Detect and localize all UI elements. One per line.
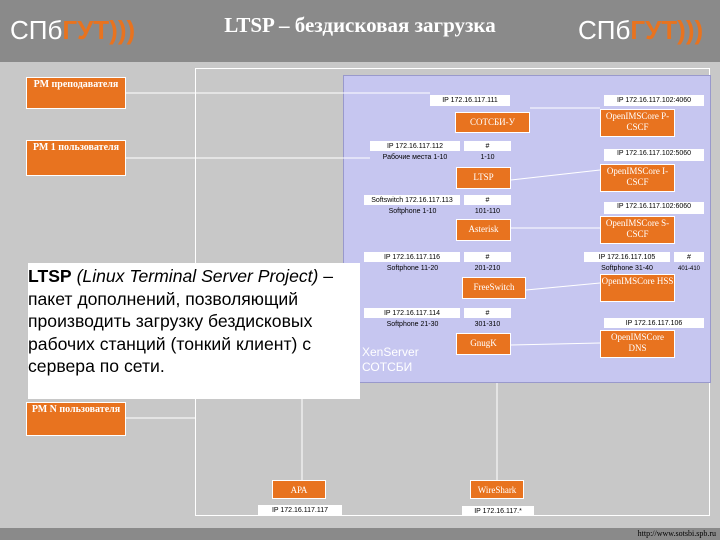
server-ip: IP 172.16.117.111 — [430, 95, 510, 106]
logo-gut-text: ГУТ))) — [62, 15, 136, 45]
ltsp-callout: LTSP (Linux Terminal Server Project) – п… — [28, 263, 360, 399]
gnugk-hash: # — [464, 308, 511, 318]
apa-ip: IP 172.16.117.117 — [258, 505, 342, 515]
freeswitch-node[interactable]: FreeSwitch — [462, 277, 526, 299]
hss-phones: Softphone 31-40 — [601, 265, 653, 272]
pcscf-node[interactable]: OpenIMSCore P-CSCF — [600, 109, 675, 137]
softswitch-phones: Softphone 1-10 — [388, 208, 437, 215]
freeswitch-hash: # — [464, 252, 511, 262]
freeswitch-phones: Softphone 11-20 — [386, 265, 439, 272]
logo-gut-text: ГУТ))) — [630, 15, 704, 45]
freeswitch-range: 201-210 — [474, 265, 501, 272]
dns-ip: IP 172.16.117.106 — [604, 318, 704, 328]
gnugk-range: 301-310 — [474, 321, 501, 328]
freeswitch-ip: IP 172.16.117.116 — [364, 252, 460, 262]
wireshark-node[interactable]: WireShark — [470, 480, 524, 499]
hss-range: 401-410 — [677, 266, 701, 272]
gnugk-phones: Softphone 21-30 — [386, 321, 439, 328]
logo-spb-text: СПб — [10, 15, 63, 45]
logo-right: СПбГУТ))) — [578, 12, 703, 48]
page-title: LTSP – бездисковая загрузка — [224, 13, 496, 37]
wireshark-ip: IP 172.16.117.* — [462, 506, 534, 516]
asterisk-node[interactable]: Asterisk — [456, 219, 511, 241]
footer-bar — [0, 528, 720, 540]
scscf-ip: IP 172.16.117.102:6060 — [604, 202, 704, 214]
header-bar — [0, 0, 720, 62]
xenserver-line2: СОТСБИ — [362, 360, 413, 374]
pm-teacher[interactable]: РМ преподавателя — [26, 77, 126, 109]
apa-node[interactable]: АРА — [272, 480, 326, 499]
dns-node[interactable]: OpenIMSCore DNS — [600, 330, 675, 358]
ltsp-ip-hash: # — [464, 141, 511, 151]
icscf-ip: IP 172.16.117.102:5060 — [604, 149, 704, 161]
scscf-node[interactable]: OpenIMSCore S-CSCF — [600, 216, 675, 244]
logo-left: СПбГУТ))) — [10, 12, 135, 48]
logo-spb-text: СПб — [578, 15, 631, 45]
pm-user-n[interactable]: РМ N пользователя — [26, 402, 126, 436]
sotsbi-node[interactable]: СОТСБИ-У — [455, 112, 530, 133]
xenserver-label: XenServer СОТСБИ — [362, 345, 442, 375]
ltsp-ws-range: 1-10 — [480, 154, 495, 161]
hss-ip: IP 172.16.117.105 — [584, 252, 670, 262]
footer-url[interactable]: http://www.sotsbi.spb.ru — [637, 529, 716, 538]
softswitch-range: 101-110 — [474, 208, 501, 215]
callout-italic: (Linux Terminal Server Project) — [76, 266, 319, 286]
ltsp-ws-label: Рабочие места 1-10 — [382, 154, 448, 161]
icscf-node[interactable]: OpenIMSCore I-CSCF — [600, 164, 675, 192]
hss-hash: # — [674, 252, 704, 262]
pcscf-ip: IP 172.16.117.102:4060 — [604, 95, 704, 106]
pm-user-1[interactable]: РМ 1 пользователя — [26, 140, 126, 176]
xenserver-line1: XenServer — [362, 345, 419, 359]
gnugk-ip: IP 172.16.117.114 — [364, 308, 460, 318]
ltsp-ip: IP 172.16.117.112 — [370, 141, 460, 151]
hss-node[interactable]: OpenIMSCore HSS — [600, 274, 675, 302]
softswitch-ip: Softswitch 172.16.117.113 — [364, 195, 460, 205]
softswitch-hash: # — [464, 195, 511, 205]
callout-bold: LTSP — [28, 266, 72, 286]
gnugk-node[interactable]: GnugK — [456, 333, 511, 355]
ltsp-node[interactable]: LTSP — [456, 167, 511, 189]
callout-text: – пакет дополнений, позволяющий производ… — [28, 266, 334, 376]
